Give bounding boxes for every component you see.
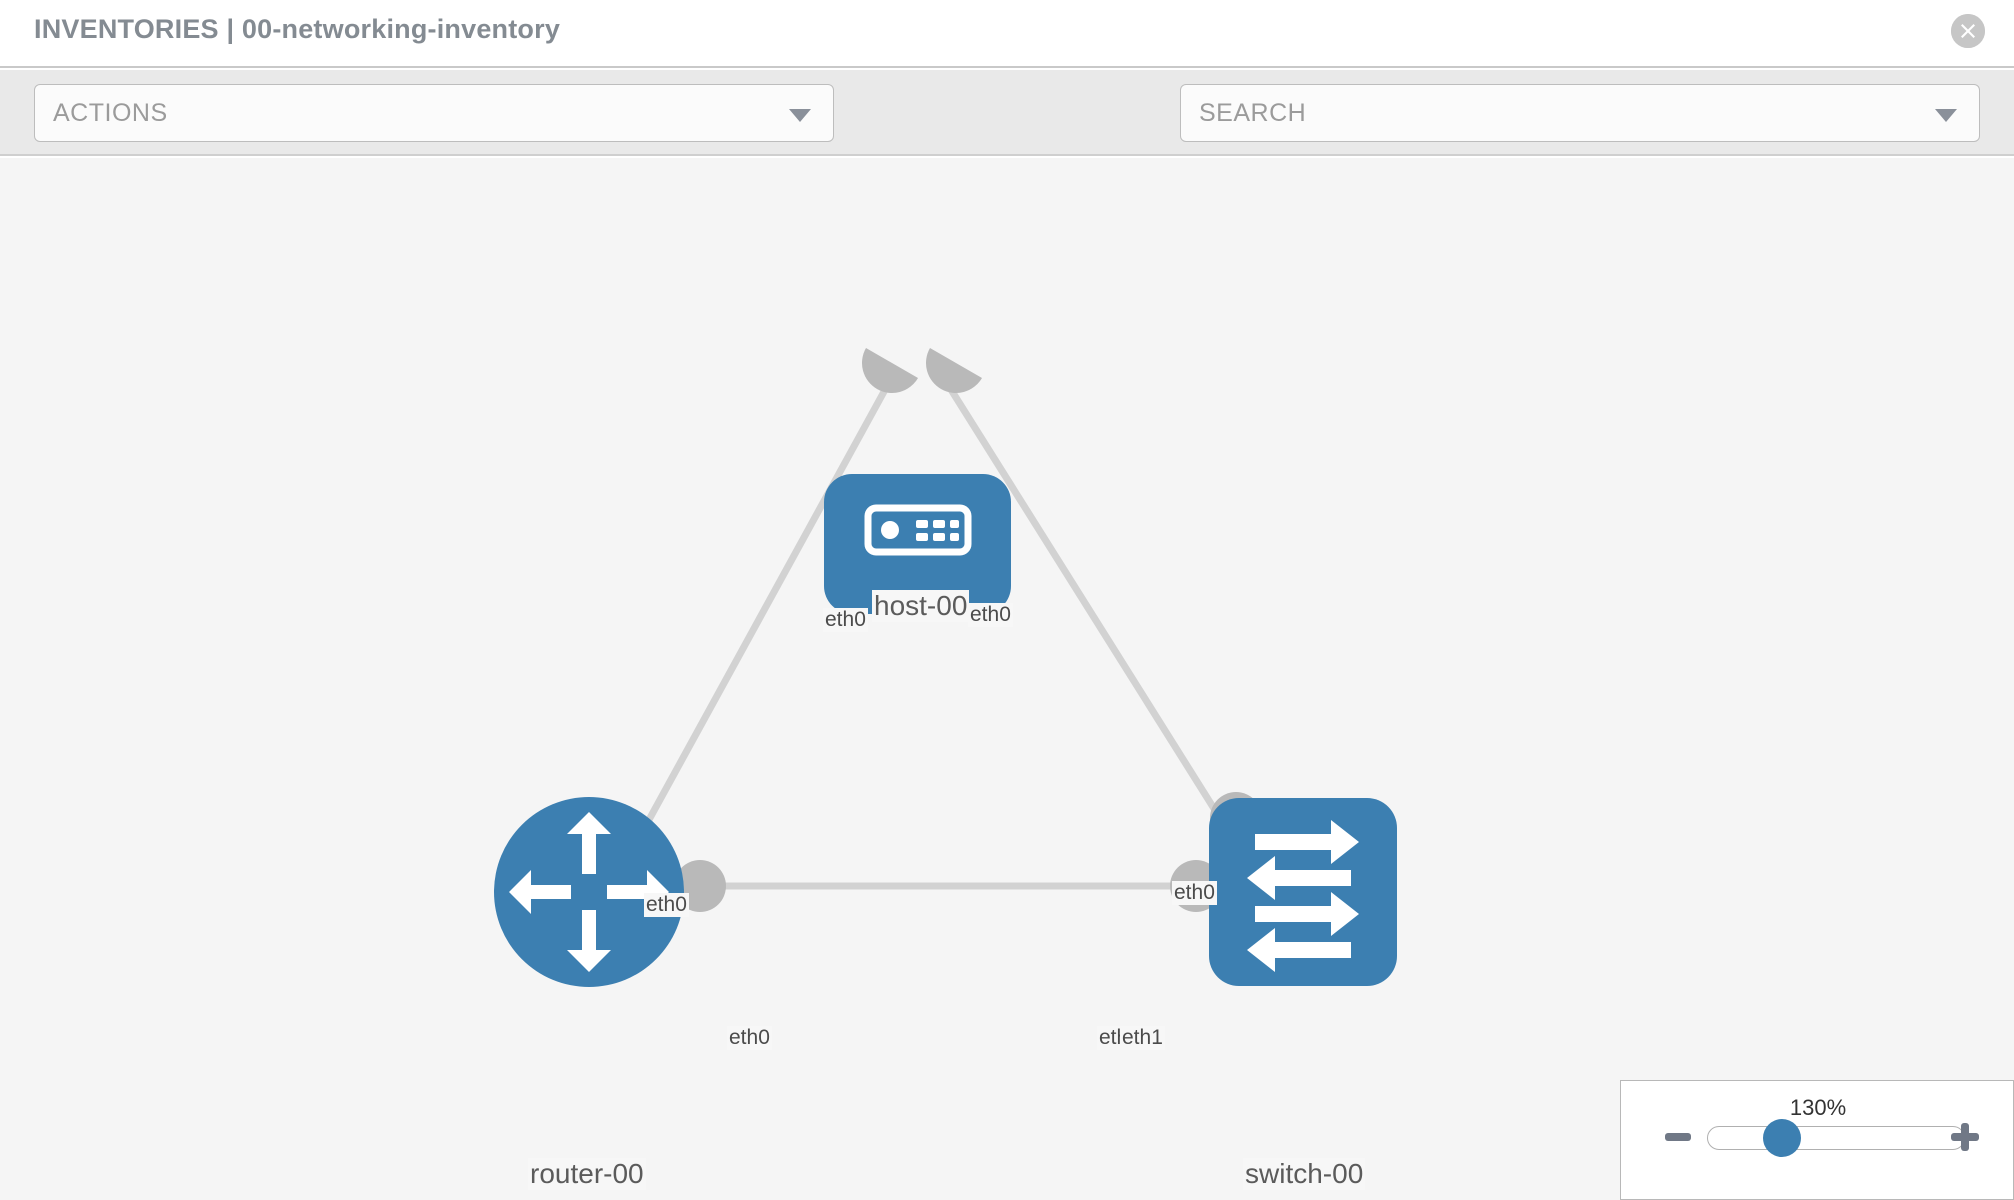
node-label-switch-00: switch-00 <box>1243 1158 1366 1190</box>
search-placeholder: SEARCH <box>1199 99 1307 127</box>
node-label-host-00: host-00 <box>872 590 970 622</box>
node-label-router-00: router-00 <box>528 1158 646 1190</box>
link-label-router-host: eth0 <box>644 893 689 917</box>
actions-dropdown-label: ACTIONS <box>53 99 168 127</box>
toolbar: ACTIONS SEARCH <box>0 70 2014 205</box>
node-router-00[interactable] <box>494 797 684 987</box>
link-label-switch-host: eth0 <box>1172 881 1217 905</box>
actions-dropdown[interactable]: ACTIONS <box>34 84 834 142</box>
page-title: INVENTORIES | 00-networking-inventory <box>34 14 561 44</box>
zoom-slider-thumb[interactable] <box>1763 1119 1801 1157</box>
node-host-00[interactable] <box>824 474 1011 614</box>
zoom-control-panel: 130% <box>1620 1080 2014 1200</box>
node-switch-00[interactable] <box>1209 798 1397 986</box>
search-input[interactable]: SEARCH <box>1180 84 1980 142</box>
link-label-host-switch: eth0 <box>968 603 1013 627</box>
connector-host-right <box>925 348 982 393</box>
link-label-host-router: eth0 <box>823 608 868 632</box>
app-header: INVENTORIES | 00-networking-inventory <box>0 0 2014 68</box>
chevron-down-icon <box>1935 109 1957 122</box>
zoom-level-value: 130% <box>1789 1095 1847 1120</box>
link-label-router-switch-from: eth0 <box>727 1026 772 1050</box>
connector-host-left <box>861 348 918 393</box>
minus-icon[interactable] <box>1665 1133 1691 1141</box>
topology-graph <box>494 348 1397 987</box>
topology-canvas[interactable]: host-00 router-00 switch-00 eth0 eth0 et… <box>0 158 2014 1200</box>
link-label-router-switch-to: eth1 <box>1120 1026 1165 1050</box>
link-host-router <box>624 386 890 860</box>
link-host-switch <box>947 386 1248 860</box>
chevron-down-icon <box>789 109 811 122</box>
plus-icon[interactable] <box>1951 1123 1979 1151</box>
close-icon[interactable] <box>1951 14 1985 48</box>
zoom-slider-track[interactable] <box>1707 1126 1965 1150</box>
